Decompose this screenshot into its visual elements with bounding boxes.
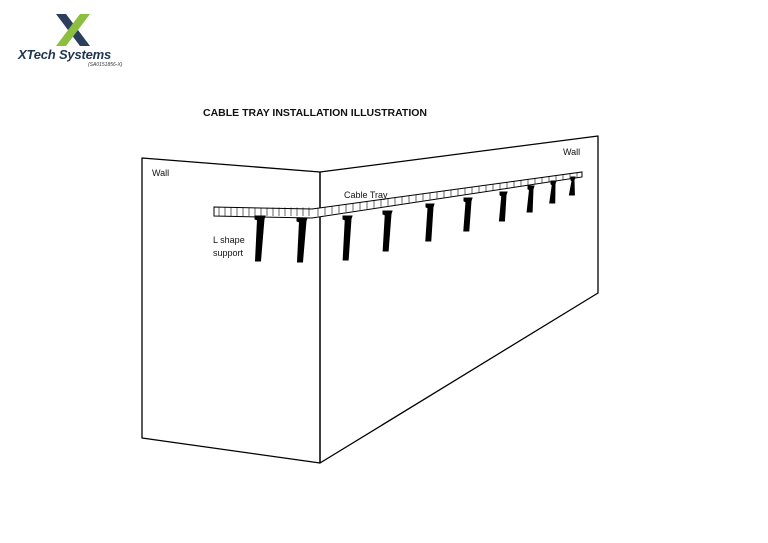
diagram-title: CABLE TRAY INSTALLATION ILLUSTRATION — [203, 107, 427, 119]
l-shape-support — [526, 185, 535, 213]
l-shape-support — [463, 197, 473, 232]
brand-logo: XTech Systems (SA0151856-X) — [18, 14, 133, 70]
l-shape-support — [342, 215, 353, 261]
l-support-label-line1: L shape — [213, 235, 245, 245]
l-shape-supports — [254, 176, 576, 263]
brand-name: XTech Systems — [18, 47, 112, 62]
l-shape-support — [254, 215, 266, 262]
right-wall — [319, 135, 599, 464]
left-wall — [141, 157, 321, 464]
l-shape-support — [382, 210, 393, 252]
wall-left-label: Wall — [152, 168, 170, 178]
cable-tray-label: Cable Tray — [344, 190, 388, 200]
l-support-label-line2: support — [213, 248, 244, 258]
brand-registration: (SA0151856-X) — [88, 62, 123, 68]
l-shape-support — [549, 180, 557, 204]
wall-right-label: Wall — [563, 147, 581, 157]
l-shape-support — [425, 203, 435, 242]
cable-tray-rungs — [218, 172, 578, 217]
l-shape-support — [296, 217, 308, 263]
cable-tray — [213, 171, 583, 219]
x-logo-icon — [56, 14, 90, 46]
l-shape-support — [568, 176, 576, 196]
l-shape-support — [498, 191, 508, 222]
